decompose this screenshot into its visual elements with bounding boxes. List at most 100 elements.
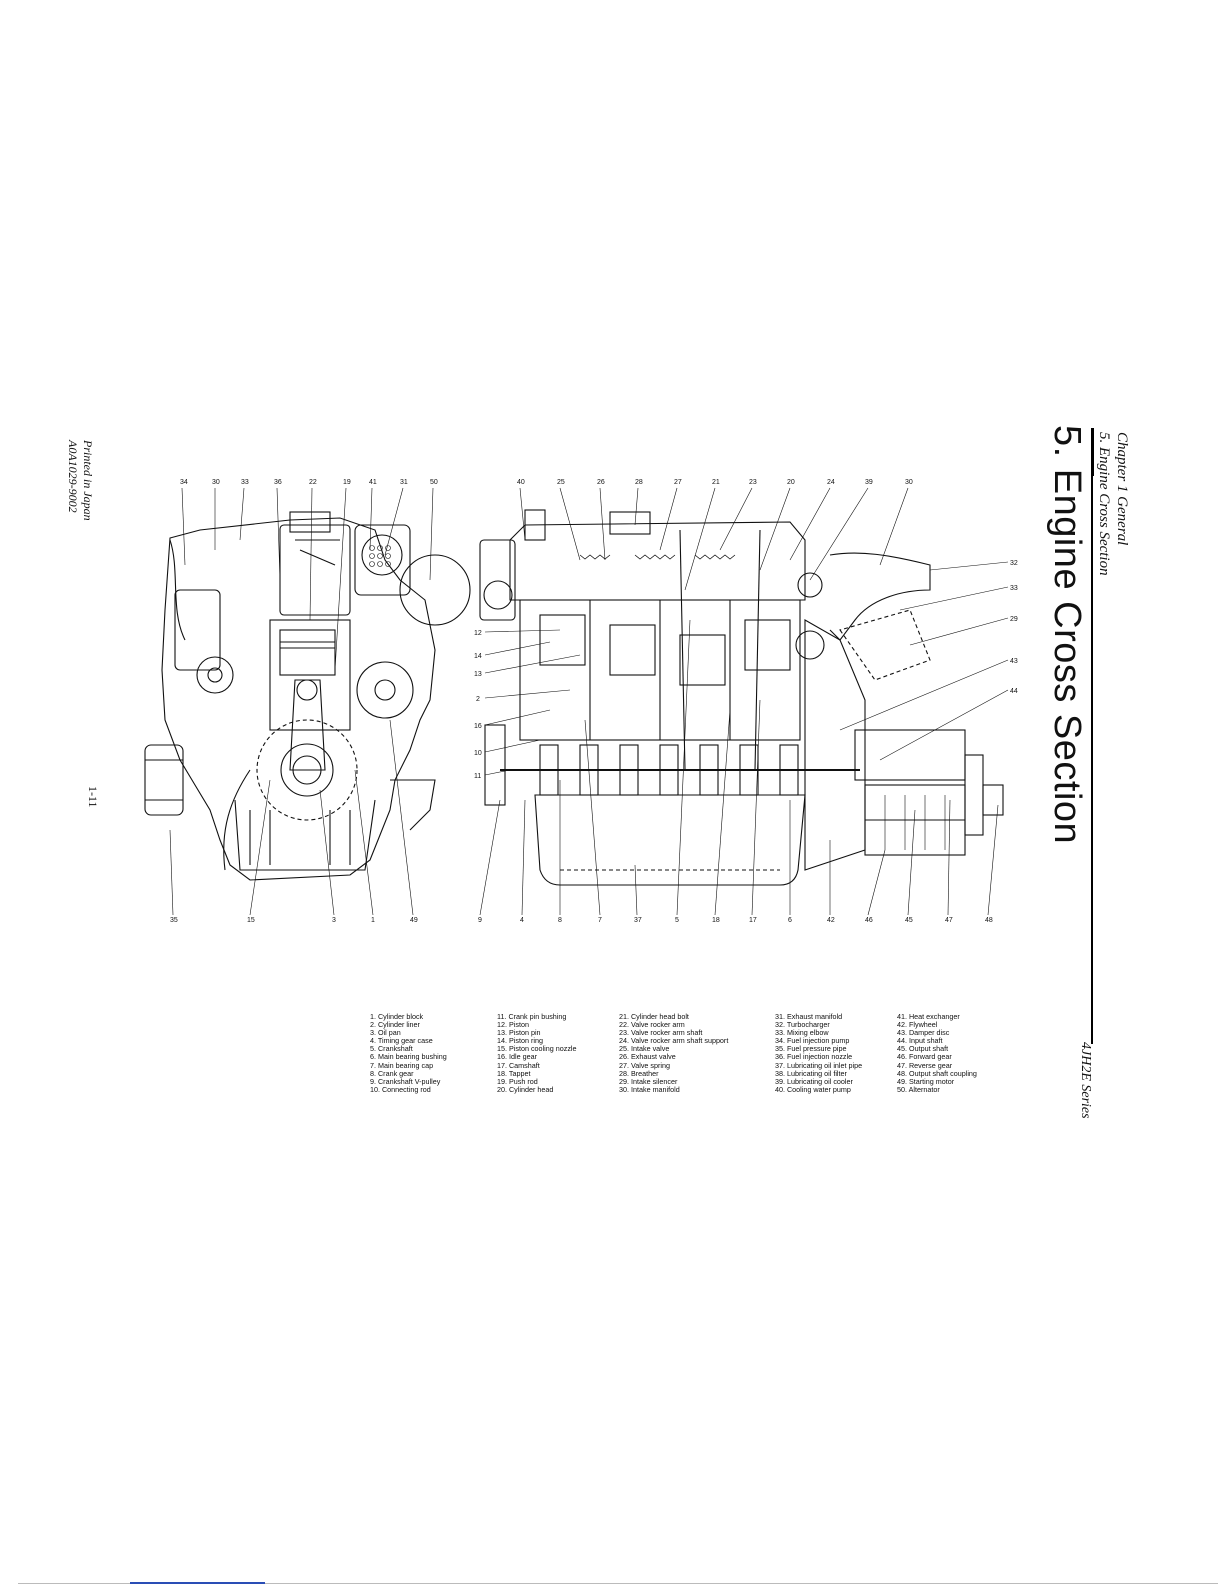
legend-item: 20. Cylinder head (497, 1084, 554, 1094)
printed-in-label: Printed in Japan (81, 440, 95, 521)
section-heading: 5. Engine Cross Section (1096, 432, 1112, 576)
callout-19: 19 (343, 479, 351, 486)
callout-14: 14 (474, 653, 482, 660)
callout-30b: 30 (905, 479, 913, 486)
callout-12: 12 (474, 630, 482, 637)
legend-item: 23. Valve rocker arm shaft (619, 1028, 703, 1038)
legend-item: 11. Crank pin bushing (497, 1012, 567, 1021)
legend-item: 18. Tappet (497, 1068, 531, 1078)
callout-48: 48 (985, 917, 993, 924)
callout-30: 30 (212, 479, 220, 486)
legend-item: 30. Intake manifold (619, 1084, 680, 1094)
callout-25: 25 (557, 479, 565, 486)
header-rule-accent (1091, 428, 1094, 476)
legend-item: 10. Connecting rod (370, 1084, 431, 1094)
legend-item: 49. Starting motor (897, 1076, 955, 1086)
callout-4: 4 (520, 917, 524, 924)
callout-43: 43 (1010, 658, 1018, 665)
page-bottom-border (18, 1583, 1218, 1584)
legend-item: 33. Mixing elbow (775, 1028, 829, 1038)
callout-39: 39 (865, 479, 873, 486)
legend-item: 45. Output shaft (897, 1044, 949, 1054)
engine-end-view (144, 511, 471, 881)
callout-leaders (169, 487, 1009, 916)
legend-item: 44. Input shaft (897, 1036, 943, 1046)
legend-item: 42. Flywheel (897, 1020, 938, 1030)
legend-item: 3. Oil pan (370, 1028, 401, 1038)
callout-34: 34 (180, 479, 188, 486)
legend-item: 27. Valve spring (619, 1060, 671, 1070)
legend-item: 47. Reverse gear (897, 1060, 953, 1070)
legend-item: 29. Intake silencer (619, 1076, 678, 1086)
callout-35: 35 (170, 917, 178, 924)
legend-item: 16. Idle gear (497, 1052, 537, 1062)
callout-labels: 34 30 33 36 22 19 41 31 50 35 15 3 1 49 … (170, 479, 1018, 924)
legend-column-5: 41. Heat exchanger 42. Flywheel 43. Damp… (897, 1012, 977, 1094)
callout-42: 42 (827, 917, 835, 924)
legend-item: 26. Exhaust valve (619, 1052, 676, 1062)
legend-item: 31. Exhaust manifold (775, 1012, 843, 1021)
legend-item: 5. Crankshaft (370, 1044, 413, 1054)
chapter-heading: Chapter 1 General (1114, 432, 1130, 546)
callout-23: 23 (749, 479, 757, 486)
legend-item: 41. Heat exchanger (897, 1012, 960, 1021)
engine-cross-section-drawing: 34 30 33 36 22 19 41 31 50 35 15 3 1 49 … (140, 470, 1030, 940)
legend-item: 2. Cylinder liner (370, 1020, 420, 1030)
legend-item: 6. Main bearing bushing (370, 1052, 447, 1062)
legend-item: 25. Intake valve (619, 1044, 670, 1054)
engine-drawing-svg: 34 30 33 36 22 19 41 31 50 35 15 3 1 49 … (144, 479, 1018, 924)
page-title: 5. Engine Cross Section (1046, 425, 1088, 845)
legend-column-3: 21. Cylinder head bolt 22. Valve rocker … (619, 1012, 729, 1094)
callout-27: 27 (674, 479, 682, 486)
callout-41: 41 (369, 479, 377, 486)
callout-5: 5 (675, 917, 679, 924)
legend-item: 12. Piston (497, 1020, 529, 1030)
legend-item: 13. Piston pin (497, 1028, 541, 1038)
legend-item: 37. Lubricating oil inlet pipe (775, 1060, 863, 1070)
legend-item: 36. Fuel injection nozzle (775, 1052, 853, 1062)
legend-item: 39. Lubricating oil cooler (775, 1076, 853, 1086)
legend-item: 4. Timing gear case (370, 1036, 433, 1046)
callout-37: 37 (634, 917, 642, 924)
callout-7: 7 (598, 917, 602, 924)
callout-44: 44 (1010, 688, 1018, 695)
engine-side-view (479, 509, 1004, 886)
legend-item: 22. Valve rocker arm (619, 1020, 685, 1030)
callout-49: 49 (410, 917, 418, 924)
callout-17: 17 (749, 917, 757, 924)
legend-item: 40. Cooling water pump (775, 1084, 851, 1094)
legend-column-2: 11. Crank pin bushing 12. Piston 13. Pis… (497, 1012, 577, 1094)
callout-33b: 33 (1010, 585, 1018, 592)
callout-16: 16 (474, 723, 482, 730)
callout-45: 45 (905, 917, 913, 924)
callout-22: 22 (309, 479, 317, 486)
legend-item: 24. Valve rocker arm shaft support (619, 1036, 729, 1046)
callout-2: 2 (476, 696, 480, 703)
legend-item: 19. Push rod (497, 1076, 538, 1086)
legend-item: 43. Damper disc (897, 1028, 950, 1038)
callout-6: 6 (788, 917, 792, 924)
document-code: A0A1029-9002 (66, 440, 80, 513)
legend-item: 17. Camshaft (497, 1060, 540, 1070)
callout-40: 40 (517, 479, 525, 486)
legend-item: 48. Output shaft coupling (897, 1068, 977, 1078)
legend-column-4: 31. Exhaust manifold 32. Turbocharger 33… (775, 1012, 863, 1094)
callout-47: 47 (945, 917, 953, 924)
callout-24: 24 (827, 479, 835, 486)
legend-item: 8. Crank gear (370, 1068, 414, 1078)
legend-item: 1. Cylinder block (370, 1012, 424, 1021)
legend-item: 21. Cylinder head bolt (619, 1012, 689, 1021)
callout-21: 21 (712, 479, 720, 486)
header-rule (1091, 428, 1093, 1044)
callout-31: 31 (400, 479, 408, 486)
callout-9: 9 (478, 917, 482, 924)
parts-legend: 1. Cylinder block 2. Cylinder liner 3. O… (370, 1012, 1030, 1108)
callout-26: 26 (597, 479, 605, 486)
legend-item: 34. Fuel injection pump (775, 1036, 850, 1046)
callout-18: 18 (712, 917, 720, 924)
callout-33: 33 (241, 479, 249, 486)
callout-8: 8 (558, 917, 562, 924)
legend-column-1: 1. Cylinder block 2. Cylinder liner 3. O… (370, 1012, 447, 1094)
series-label: 4JH2E Series (1078, 1042, 1093, 1119)
callout-28: 28 (635, 479, 643, 486)
